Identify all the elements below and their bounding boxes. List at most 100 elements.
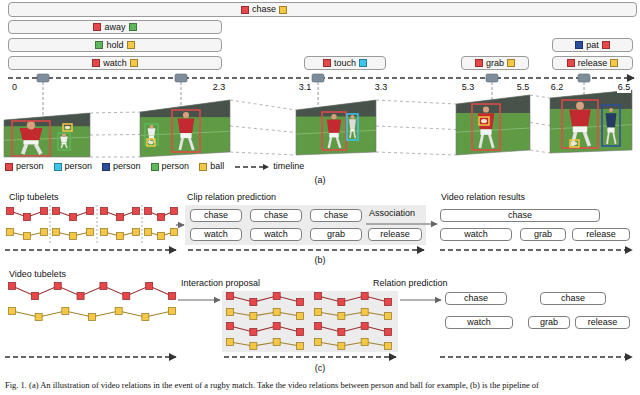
player-body: [327, 120, 341, 133]
legend-arrowhead: [263, 164, 269, 170]
video-frame: [296, 100, 376, 155]
legend-swatch: [5, 163, 13, 171]
time-marker: [312, 74, 324, 82]
tubelet-box: [62, 308, 69, 315]
tubelet-box: [338, 299, 345, 306]
legend-swatch: [151, 163, 159, 171]
clip-separator: [142, 205, 143, 243]
tubelet-box: [158, 214, 165, 221]
legend-swatch: [54, 163, 62, 171]
time-marker: [578, 74, 590, 82]
video-frame: [456, 95, 530, 155]
relation-label: grab: [327, 230, 345, 239]
panel-label: (b): [314, 256, 327, 266]
stage-label: Video relation results: [440, 193, 526, 203]
tubelet-box: [142, 314, 149, 321]
person-box: [472, 104, 500, 150]
tubelet-box: [361, 323, 368, 330]
frame-guide: [90, 134, 140, 136]
tubelet-box: [41, 229, 48, 236]
entity-square: [567, 59, 575, 67]
figure-caption: Fig. 1. (a) An illustration of video rel…: [5, 381, 637, 391]
panel-label: (c): [314, 364, 327, 374]
tubelet-box: [35, 314, 42, 321]
tubelet-track: [318, 296, 388, 302]
relation-box: chase: [440, 209, 600, 222]
arrow-label: Relation prediction: [372, 279, 449, 289]
tubelet-box: [338, 313, 345, 320]
entity-square: [279, 6, 287, 14]
tick-label: 2.3: [212, 83, 227, 93]
tick-label: 5.3: [461, 83, 476, 93]
frame-guide: [230, 100, 296, 110]
relation-label: hold: [106, 41, 123, 50]
tubelet-box: [9, 308, 16, 315]
person-box: [347, 114, 358, 140]
entity-square: [129, 23, 137, 31]
relation-box: grab: [528, 316, 570, 329]
relation-box: watch: [250, 228, 302, 241]
tubelet-box: [101, 229, 108, 236]
player-head: [609, 108, 613, 112]
tubelet-box: [297, 343, 304, 350]
player-head: [150, 125, 154, 129]
relation-bar: hold: [8, 38, 222, 52]
timeline-arrow: [5, 249, 176, 250]
player-leg: [480, 134, 483, 148]
player-head: [576, 102, 584, 110]
tubelet-track: [230, 326, 300, 332]
grass: [296, 100, 376, 155]
player-leg: [489, 134, 493, 148]
tick-label: 0: [11, 83, 18, 93]
tubelet-box: [87, 229, 94, 236]
relation-box: chase: [310, 209, 362, 222]
ball-shape: [481, 119, 487, 123]
tubelet-box: [133, 208, 140, 215]
entity-square: [93, 23, 101, 31]
player-head: [483, 106, 489, 112]
tubelet-box: [171, 229, 178, 236]
frame-guide: [530, 123, 550, 126]
frame-guide: [90, 112, 140, 113]
relation-box: release: [572, 228, 630, 241]
relation-bar: grab: [461, 56, 529, 70]
legend-item: person: [151, 162, 190, 171]
entity-square: [241, 6, 249, 14]
entity-square: [575, 41, 583, 49]
crowd: [4, 113, 90, 126]
player-leg: [337, 137, 340, 148]
player-leg: [613, 132, 616, 144]
tubelet-box: [385, 299, 392, 306]
tick-label: 6.2: [550, 83, 565, 93]
player-head: [331, 114, 336, 119]
tubelet-box: [7, 208, 14, 215]
video-frame: [4, 113, 90, 157]
entity-square: [507, 59, 515, 67]
tubelet-box: [145, 208, 152, 215]
relation-box: chase: [190, 209, 242, 222]
tubelet-box: [145, 229, 152, 236]
player-leg: [607, 132, 609, 144]
player-shorts: [607, 128, 614, 133]
player-leg: [329, 137, 331, 148]
relation-label: chase: [264, 211, 288, 220]
tubelet-box: [361, 339, 368, 346]
relation-box: watch: [190, 228, 242, 241]
panel-label: (a): [314, 176, 327, 186]
tubelet-box: [227, 293, 234, 300]
ball-box: [479, 117, 489, 125]
relation-box: chase: [445, 292, 507, 305]
legend-line-sample: [234, 163, 270, 171]
marker-guide: [43, 82, 44, 117]
player-shorts: [573, 126, 587, 132]
relation-box: grab: [310, 228, 362, 241]
player-leg: [350, 131, 351, 138]
tubelet-box: [250, 299, 257, 306]
legend-item: timeline: [234, 162, 304, 171]
tubelet-box: [117, 233, 124, 240]
grass: [550, 90, 632, 153]
relation-label: release: [380, 230, 410, 239]
tubelet-box: [273, 323, 280, 330]
legend-item: person: [102, 162, 141, 171]
relation-box: watch: [445, 316, 513, 329]
